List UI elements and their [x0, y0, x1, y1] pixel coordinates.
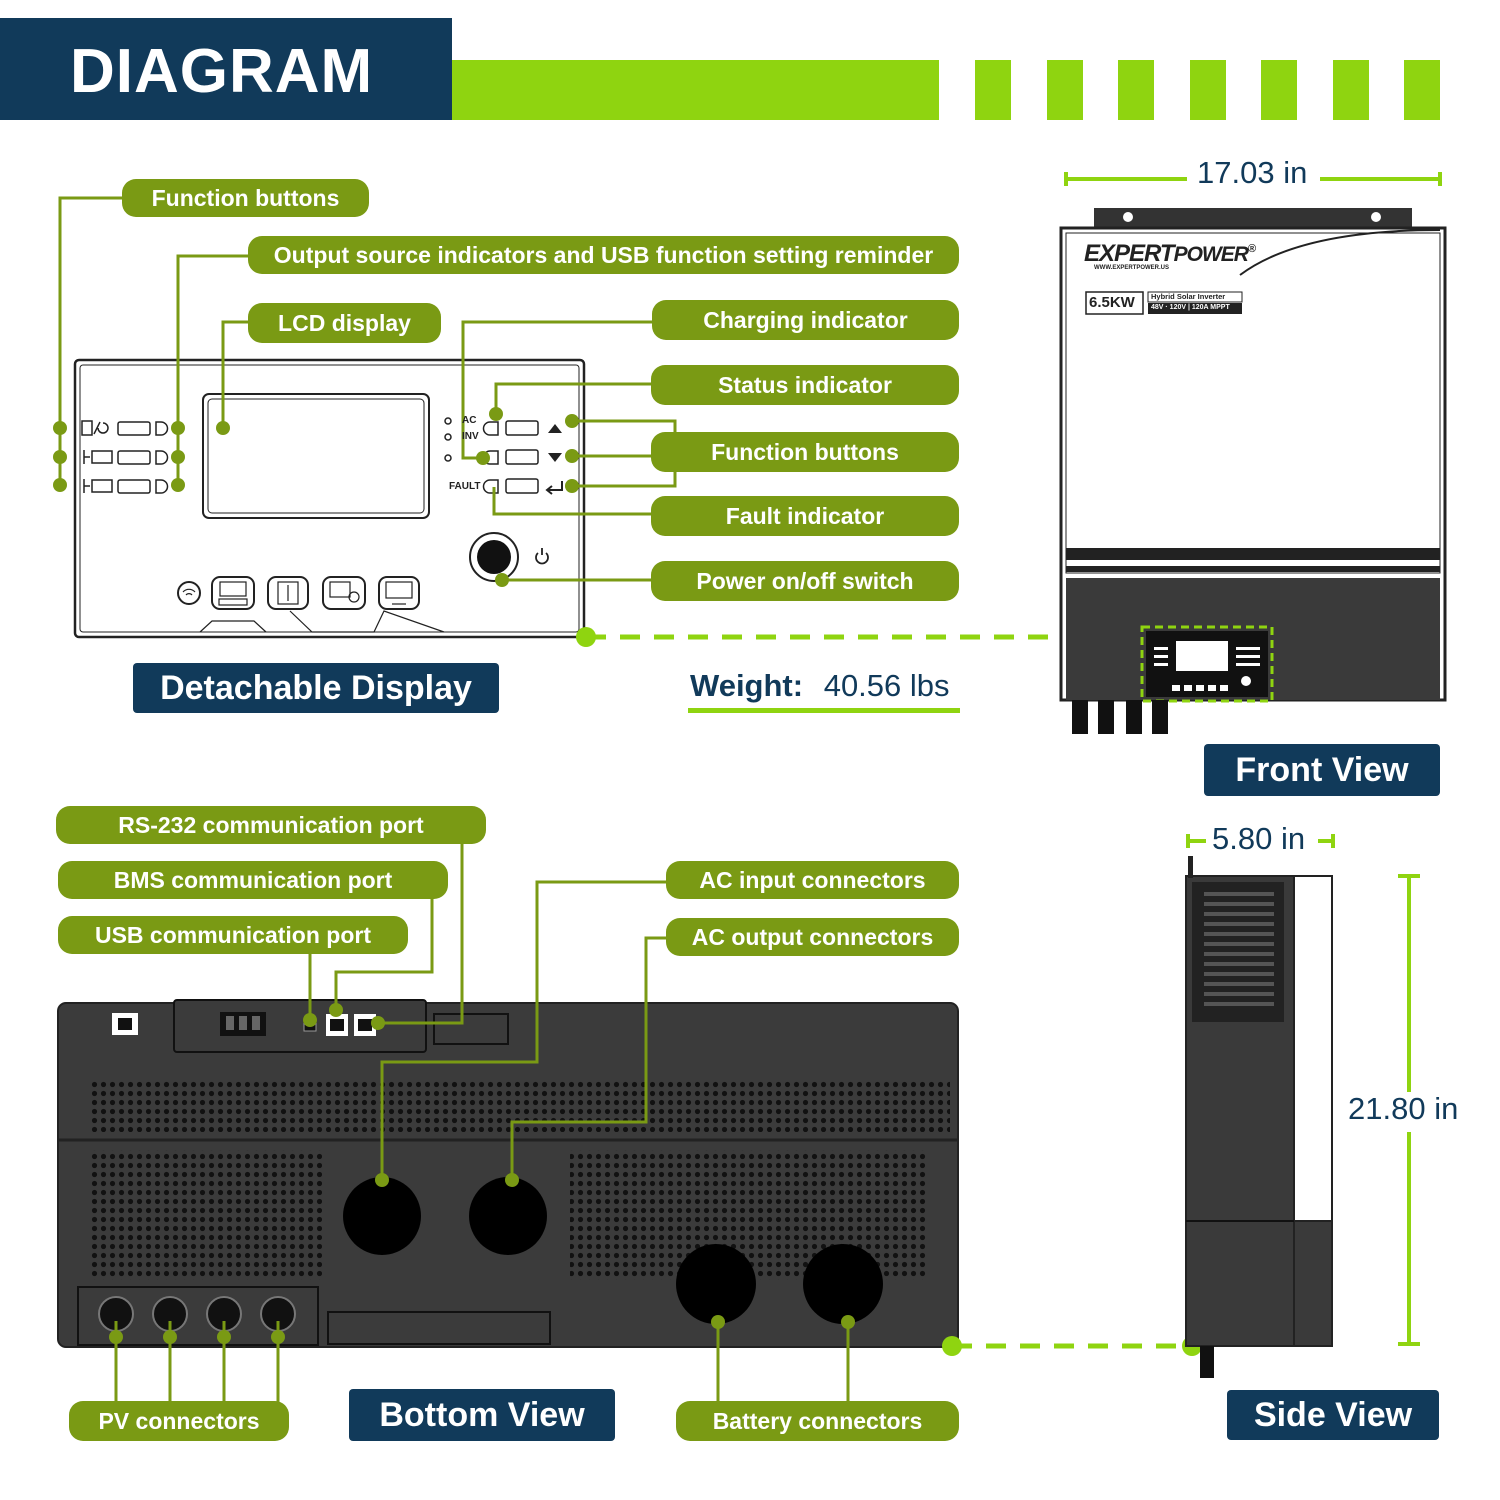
- label-fault-indicator: Fault indicator: [651, 496, 959, 536]
- label-function-buttons-left: Function buttons: [122, 179, 369, 217]
- dimension-depth: 5.80 in: [1212, 821, 1306, 856]
- view-title-side: Side View: [1227, 1390, 1439, 1440]
- header-stripe: [1261, 60, 1297, 120]
- power-rating: 6.5KW: [1089, 294, 1135, 311]
- dimension-height: 21.80 in: [1348, 1091, 1459, 1126]
- label-lcd-display: LCD display: [248, 303, 441, 343]
- view-title-front: Front View: [1204, 744, 1440, 796]
- inv-indicator-label: INV: [462, 431, 479, 442]
- fault-indicator-label: FAULT: [449, 481, 481, 492]
- label-status-indicator: Status indicator: [651, 365, 959, 405]
- label-ac-output: AC output connectors: [666, 918, 959, 956]
- header-stripe: [1047, 60, 1083, 120]
- weight-label: Weight:: [690, 668, 804, 703]
- label-output-source-indicators: Output source indicators and USB functio…: [248, 236, 959, 274]
- label-power-switch: Power on/off switch: [651, 561, 959, 601]
- header-bar: [452, 60, 939, 120]
- header-stripe: [1190, 60, 1226, 120]
- side-view-unit: [1185, 834, 1420, 1378]
- header-stripe: [1333, 60, 1369, 120]
- label-function-buttons-right: Function buttons: [651, 432, 959, 472]
- dimension-width: 17.03 in: [1197, 155, 1308, 190]
- inverter-type: Hybrid Solar Inverter: [1151, 292, 1226, 301]
- brand-website: WWW.EXPERTPOWER.US: [1094, 265, 1169, 271]
- detachable-display-panel: [73, 358, 586, 639]
- view-title-detachable-display: Detachable Display: [133, 663, 499, 713]
- brand-logo: EXPERTPOWER®: [1084, 240, 1256, 267]
- header-stripe: [1404, 60, 1440, 120]
- label-usb-port: USB communication port: [58, 916, 408, 954]
- header-stripe: [1118, 60, 1154, 120]
- label-charging-indicator: Charging indicator: [652, 300, 959, 340]
- label-battery-connectors: Battery connectors: [676, 1401, 959, 1441]
- page-title: DIAGRAM: [70, 37, 374, 106]
- front-view-unit: [1059, 172, 1447, 734]
- header-banner: [0, 18, 452, 120]
- weight-readout: Weight: 40.56 lbs: [690, 668, 950, 704]
- bottom-view-unit: [57, 999, 959, 1348]
- header-stripe: [975, 60, 1011, 120]
- label-pv-connectors: PV connectors: [69, 1401, 289, 1441]
- weight-value: 40.56 lbs: [823, 668, 950, 703]
- ac-indicator-label: AC: [462, 415, 477, 426]
- label-rs232-port: RS-232 communication port: [56, 806, 486, 844]
- bottom-leader-dots: [109, 1003, 855, 1344]
- label-ac-input: AC input connectors: [666, 861, 959, 899]
- display-leader-dots: [53, 407, 579, 587]
- inverter-spec: 48V · 120V | 120A MPPT: [1151, 304, 1230, 311]
- view-title-bottom: Bottom View: [349, 1389, 615, 1441]
- bottom-leaders: [114, 842, 850, 1405]
- label-bms-port: BMS communication port: [58, 861, 448, 899]
